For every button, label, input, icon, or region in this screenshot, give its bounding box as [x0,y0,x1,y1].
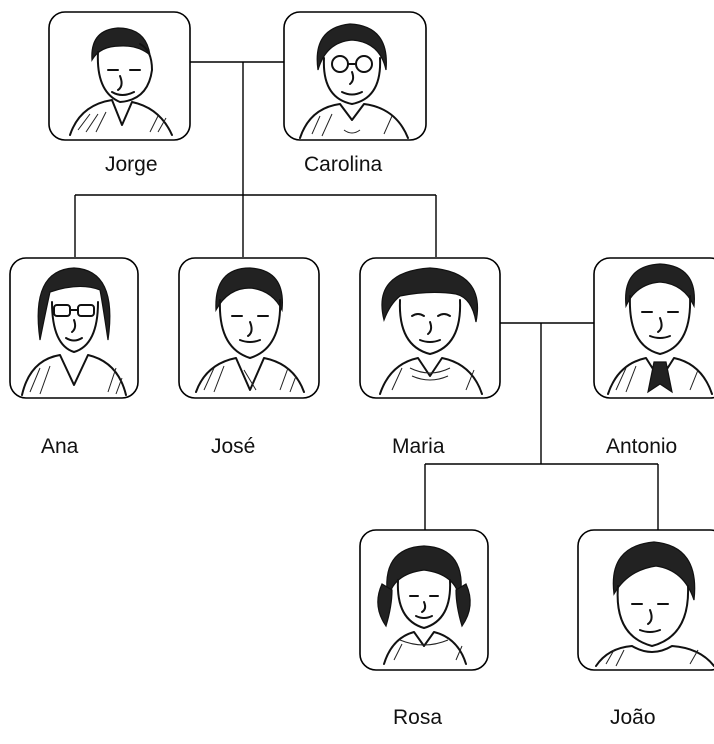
portrait-rosa [359,529,489,671]
name-jorge: Jorge [105,153,158,176]
portrait-jose [178,257,320,399]
portrait-maria [359,257,501,399]
portrait-ana [9,257,139,399]
connector-lines [74,61,659,530]
name-carolina: Carolina [304,153,383,176]
name-ana: Ana [41,435,79,458]
name-jose: José [211,435,256,458]
name-antonio: Antonio [606,435,678,458]
name-joao: João [610,706,656,729]
name-rosa: Rosa [393,706,443,729]
portrait-joao [577,529,714,671]
portrait-carolina [283,11,427,141]
portrait-antonio [593,257,714,399]
name-maria: Maria [392,435,445,458]
portrait-jorge [48,11,191,141]
